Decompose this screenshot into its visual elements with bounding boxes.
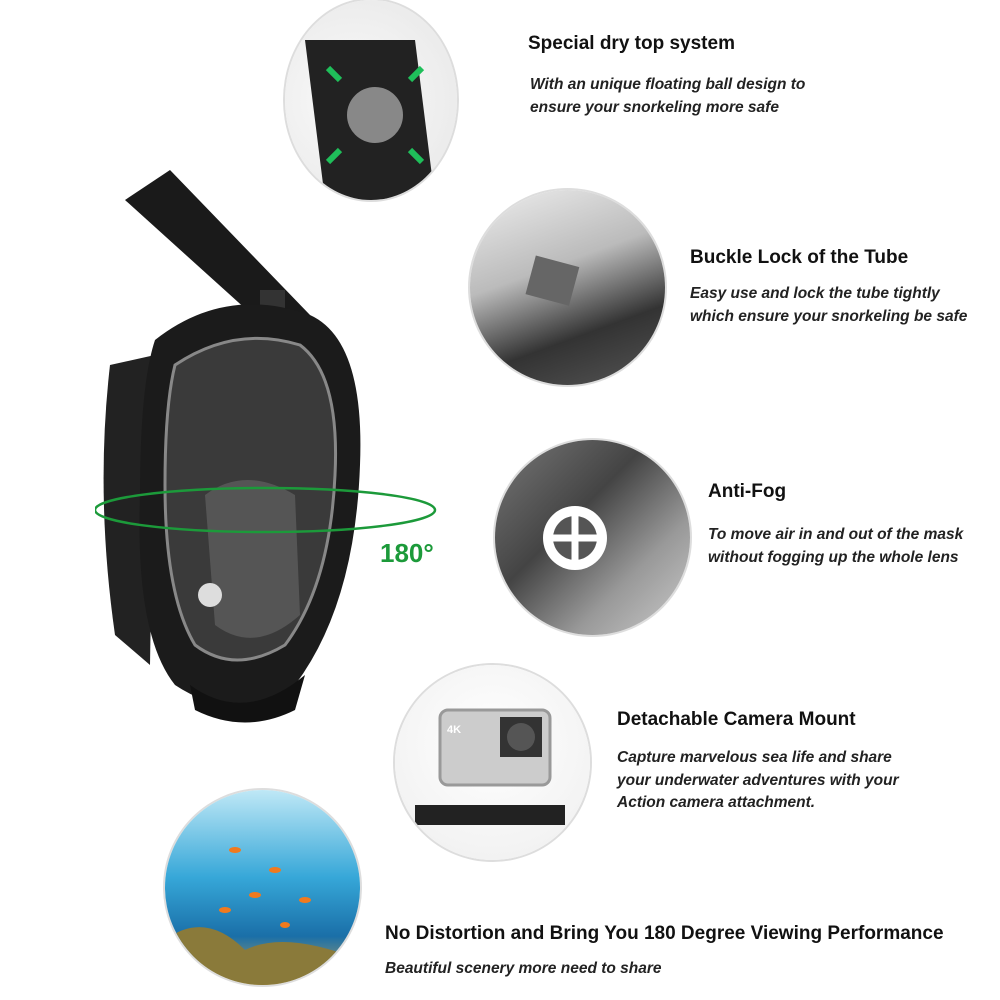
underwater-scenery-image (165, 790, 360, 985)
feature-title: Special dry top system (528, 33, 735, 54)
rotation-arc-icon (95, 486, 437, 534)
feature-description: Beautiful scenery more need to share (385, 960, 662, 977)
feature-title: No Distortion and Bring You 180 Degree V… (385, 923, 944, 944)
feature-title: Anti-Fog (708, 481, 787, 502)
feature-title: Detachable Camera Mount (617, 709, 856, 730)
dry-top-detail-image (285, 0, 457, 200)
view-angle-label: 180° (380, 538, 434, 568)
buckle-lock-detail-image (470, 190, 665, 385)
anti-fog-valve-image (495, 440, 690, 635)
feature-title: Buckle Lock of the Tube (690, 247, 909, 268)
snorkel-mask-image (95, 170, 437, 723)
camera-4k-label: 4K (447, 724, 461, 736)
camera-mount-image: 4K (395, 665, 590, 860)
